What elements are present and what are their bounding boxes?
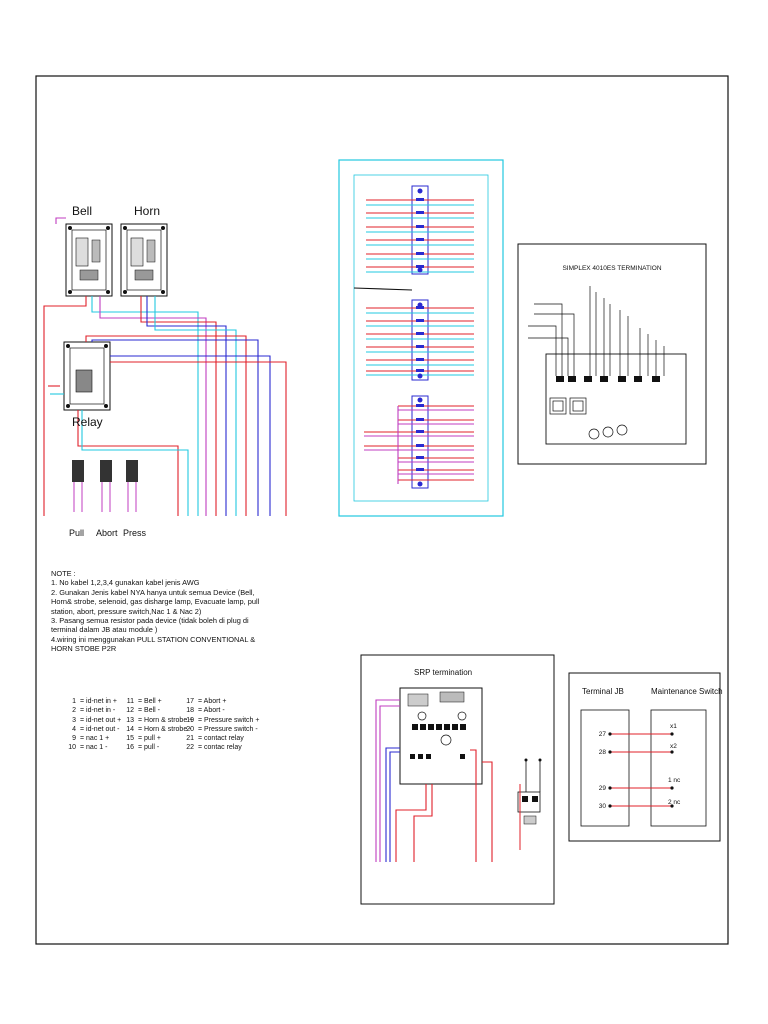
srp-title: SRP termination bbox=[414, 668, 472, 677]
legend-row: 18= Abort - bbox=[186, 707, 225, 715]
note-line-4: 4.wiring ini menggunakan PULL STATION CO… bbox=[51, 634, 256, 654]
note-line-3: 3. Pasang semua resistor pada device (ti… bbox=[51, 616, 249, 635]
simplex-title: SIMPLEX 4010ES TERMINATION bbox=[562, 265, 661, 272]
notes-heading: NOTE : bbox=[51, 569, 76, 578]
legend-row: 14= Horn & strobe - bbox=[126, 725, 192, 733]
switch-1nc: 1 nc bbox=[668, 777, 681, 784]
legend-row: 3= id-net out + bbox=[72, 716, 122, 724]
bell-label: Bell bbox=[72, 204, 92, 218]
legend-row: 16= pull - bbox=[126, 744, 160, 752]
relay-label: Relay bbox=[72, 415, 103, 429]
maintenance-switch-title: Maintenance Switch bbox=[651, 687, 723, 696]
solenoid-device bbox=[517, 758, 542, 850]
terminal-27: 27 bbox=[599, 731, 607, 738]
srp-wires bbox=[375, 699, 493, 862]
junction-box-panel bbox=[338, 159, 504, 517]
horn-module bbox=[120, 223, 168, 297]
legend-row: 12= Bell - bbox=[126, 707, 160, 715]
terminal-30: 30 bbox=[599, 803, 607, 810]
abort-label: Abort bbox=[96, 528, 118, 538]
legend-column-2: 11= Bell + 12= Bell - 13= Horn & strobe … bbox=[120, 697, 193, 753]
terminal-jb-title: Terminal JB bbox=[582, 687, 624, 696]
legend-row: 2= id-net in - bbox=[72, 707, 116, 715]
legend-row: 15= pull + bbox=[126, 735, 161, 743]
legend-row: 17= Abort + bbox=[186, 698, 227, 705]
maintenance-switch-panel: Terminal JB Maintenance Switch 27 28 29 … bbox=[568, 672, 723, 842]
legend-row: 9= nac 1 + bbox=[72, 735, 110, 743]
notes-block: NOTE : 1. No kabel 1,2,3,4 gunakan kabel… bbox=[51, 569, 271, 654]
switch-x2: x2 bbox=[670, 743, 677, 750]
legend-column-3: 17= Abort + 18= Abort - 19= Pressure swi… bbox=[180, 697, 259, 753]
legend-row: 22= contac relay bbox=[186, 744, 242, 752]
legend-row: 13= Horn & strobe + bbox=[126, 716, 194, 724]
legend-row: 19= Pressure switch + bbox=[186, 716, 260, 724]
bell-module bbox=[65, 223, 113, 297]
device-wiring-group: Bell Horn Relay Pull Abort Press bbox=[43, 204, 287, 538]
legend-row: 11= Bell + bbox=[126, 698, 162, 705]
pull-abort-press-devices bbox=[72, 460, 138, 512]
legend-row: 4= id-net out - bbox=[72, 725, 120, 733]
sheet-border bbox=[35, 75, 729, 945]
switch-x1: x1 bbox=[670, 723, 677, 730]
relay-module bbox=[63, 341, 111, 411]
note-line-1: 1. No kabel 1,2,3,4 gunakan kabel jenis … bbox=[51, 578, 200, 588]
legend-row: 10= nac 1 - bbox=[68, 744, 108, 752]
legend-row: 1= id-net in + bbox=[72, 698, 117, 705]
simplex-termination-panel: SIMPLEX 4010ES TERMINATION bbox=[517, 243, 707, 465]
press-label: Press bbox=[123, 528, 147, 538]
switch-2nc: 2 nc bbox=[668, 799, 681, 806]
horn-label: Horn bbox=[134, 204, 160, 218]
terminal-29: 29 bbox=[599, 785, 607, 792]
pull-label: Pull bbox=[69, 528, 84, 538]
legend-row: 20= Pressure switch - bbox=[186, 725, 258, 733]
terminal-28: 28 bbox=[599, 749, 607, 756]
note-line-2: 2. Gunakan Jenis kabel NYA hanya untuk s… bbox=[51, 587, 260, 616]
legend-row: 21= contact relay bbox=[186, 735, 244, 743]
legend-column-1: 1= id-net in + 2= id-net in - 3= id-net … bbox=[62, 697, 121, 753]
srp-termination-panel: SRP termination bbox=[360, 654, 555, 905]
